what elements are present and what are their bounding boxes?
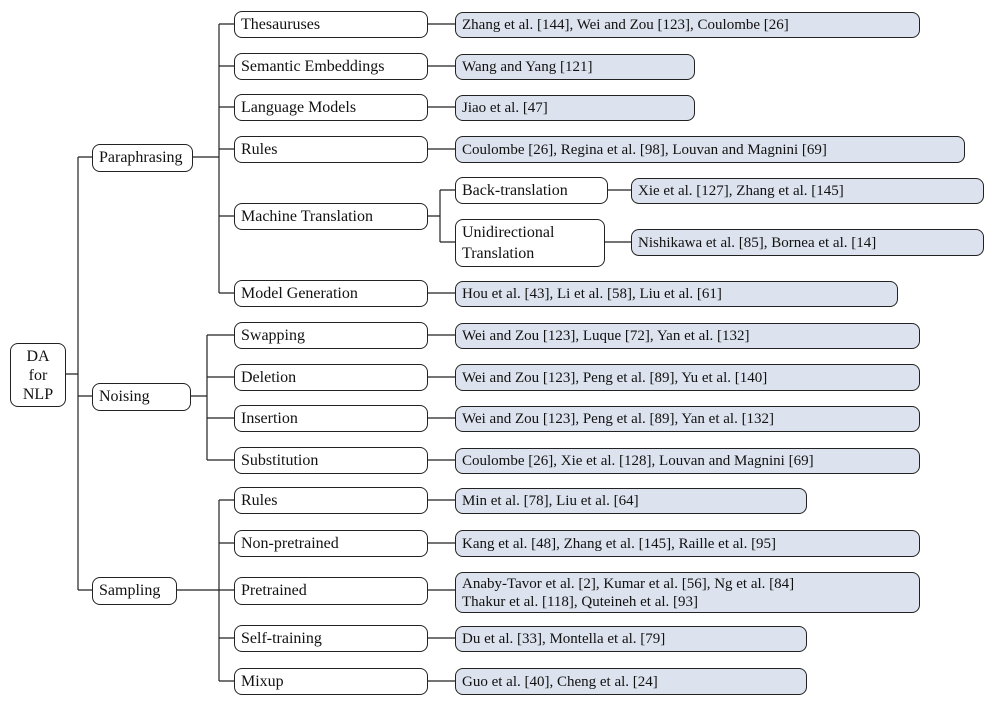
refs-rules-paraphrasing: Coulombe [26], Regina et al. [98], Louva… [455, 136, 965, 163]
submethod-back-translation: Back-translation [455, 177, 608, 204]
connector-mt-refs [605, 189, 631, 243]
method-substitution: Substitution [234, 447, 428, 474]
submethod-unidirectional-translation: Unidirectional Translation [455, 219, 605, 267]
method-semantic-embeddings: Semantic Embeddings [234, 53, 428, 80]
connector-root [66, 156, 92, 591]
refs-language-models: Jiao et al. [47] [455, 95, 695, 121]
refs-self-training: Du et al. [33], Montella et al. [79] [455, 626, 807, 652]
refs-back-translation: Xie et al. [127], Zhang et al. [145] [631, 178, 984, 204]
method-deletion: Deletion [234, 364, 428, 391]
category-noising: Noising [92, 383, 191, 411]
connector-noising [191, 334, 234, 461]
connector-sampling [177, 499, 234, 682]
method-mixup: Mixup [234, 668, 428, 695]
method-pretrained: Pretrained [234, 577, 428, 605]
connector-noising-refs [428, 334, 455, 461]
unidirectional-line-2: Translation [462, 245, 535, 262]
method-rules-paraphrasing: Rules [234, 136, 428, 163]
refs-thesauruses: Zhang et al. [144], Wei and Zou [123], C… [455, 12, 920, 38]
refs-semantic-embeddings: Wang and Yang [121] [455, 54, 695, 80]
method-language-models: Language Models [234, 94, 428, 121]
method-swapping: Swapping [234, 322, 428, 349]
method-model-generation: Model Generation [234, 280, 428, 307]
connector-sampling-refs [428, 499, 455, 682]
refs-mixup: Guo et al. [40], Cheng et al. [24] [455, 668, 807, 695]
refs-pretrained-line-1: Anaby-Tavor et al. [2], Kumar et al. [56… [462, 575, 795, 592]
refs-insertion: Wei and Zou [123], Peng et al. [89], Yan… [455, 406, 920, 432]
root-node: DA for NLP [10, 343, 66, 407]
refs-non-pretrained: Kang et al. [48], Zhang et al. [145], Ra… [455, 530, 920, 557]
root-line-3: NLP [22, 385, 54, 403]
refs-swapping: Wei and Zou [123], Luque [72], Yan et al… [455, 323, 920, 349]
method-insertion: Insertion [234, 405, 428, 432]
refs-unidirectional-translation: Nishikawa et al. [85], Bornea et al. [14… [631, 229, 984, 256]
refs-model-generation: Hou et al. [43], Li et al. [58], Liu et … [455, 281, 898, 307]
unidirectional-line-1: Unidirectional [462, 224, 555, 241]
method-non-pretrained: Non-pretrained [234, 530, 428, 557]
category-paraphrasing: Paraphrasing [92, 144, 193, 172]
refs-deletion: Wei and Zou [123], Peng et al. [89], Yu … [455, 364, 920, 391]
connector-paraphrasing [193, 23, 234, 294]
root-line-1: DA [26, 347, 50, 365]
root-line-2: for [28, 366, 48, 384]
method-self-training: Self-training [234, 625, 428, 652]
connector-machine-translation [428, 189, 455, 243]
method-thesauruses: Thesauruses [234, 11, 428, 38]
refs-substitution: Coulombe [26], Xie et al. [128], Louvan … [455, 448, 920, 474]
refs-rules-sampling: Min et al. [78], Liu et al. [64] [455, 488, 807, 514]
refs-pretrained: Anaby-Tavor et al. [2], Kumar et al. [56… [455, 572, 920, 613]
category-sampling: Sampling [92, 577, 177, 605]
method-rules-sampling: Rules [234, 487, 428, 514]
refs-pretrained-line-2: Thakur et al. [118], Quteineh et al. [93… [462, 593, 699, 610]
connector-paraphrasing-refs [428, 23, 455, 294]
method-machine-translation: Machine Translation [234, 203, 428, 230]
